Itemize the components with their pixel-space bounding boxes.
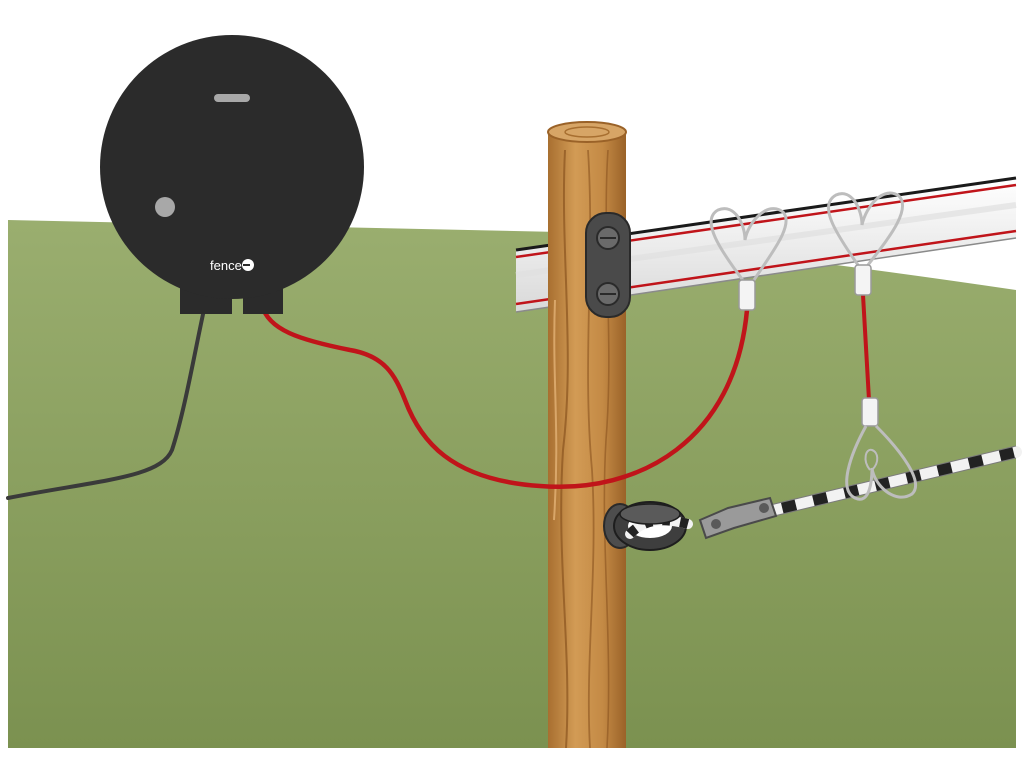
energizer-indicator-bar [214, 94, 250, 102]
rope-link [698, 496, 778, 540]
tape-connector-1 [709, 207, 788, 311]
tape-connector-2 [826, 191, 905, 296]
wood-grain-1 [560, 149, 569, 749]
connector-sleeve-2 [854, 264, 872, 296]
live-wire [259, 302, 750, 489]
rope-connector-sleeve [861, 397, 879, 427]
post-top-ring [564, 126, 610, 138]
post-top [547, 121, 627, 143]
ground-wire [6, 303, 207, 500]
ring-rope-wrap-stripe [626, 515, 690, 538]
connector-sleeve-1 [738, 279, 756, 311]
tape-insulator [585, 212, 631, 318]
polytape-icon [516, 178, 1016, 312]
ring-insulator [603, 501, 693, 551]
rope-connector [845, 397, 918, 501]
polytape [515, 176, 1017, 313]
energizer-brand-label: fence [210, 258, 242, 273]
electric-fence-energizer-icon [100, 35, 364, 299]
rope-link-pin-1 [711, 519, 721, 529]
energizer-status-light [155, 197, 175, 217]
ring-insulator-top [619, 503, 681, 525]
rope-connector-loop [845, 424, 918, 501]
jumper-wire [861, 293, 871, 402]
rope-connector-inner [864, 448, 879, 471]
connector-loop-2 [826, 191, 905, 266]
connector-loop-1 [709, 207, 788, 284]
rope-link-pin-2 [759, 503, 769, 513]
energizer: fence [100, 35, 364, 314]
